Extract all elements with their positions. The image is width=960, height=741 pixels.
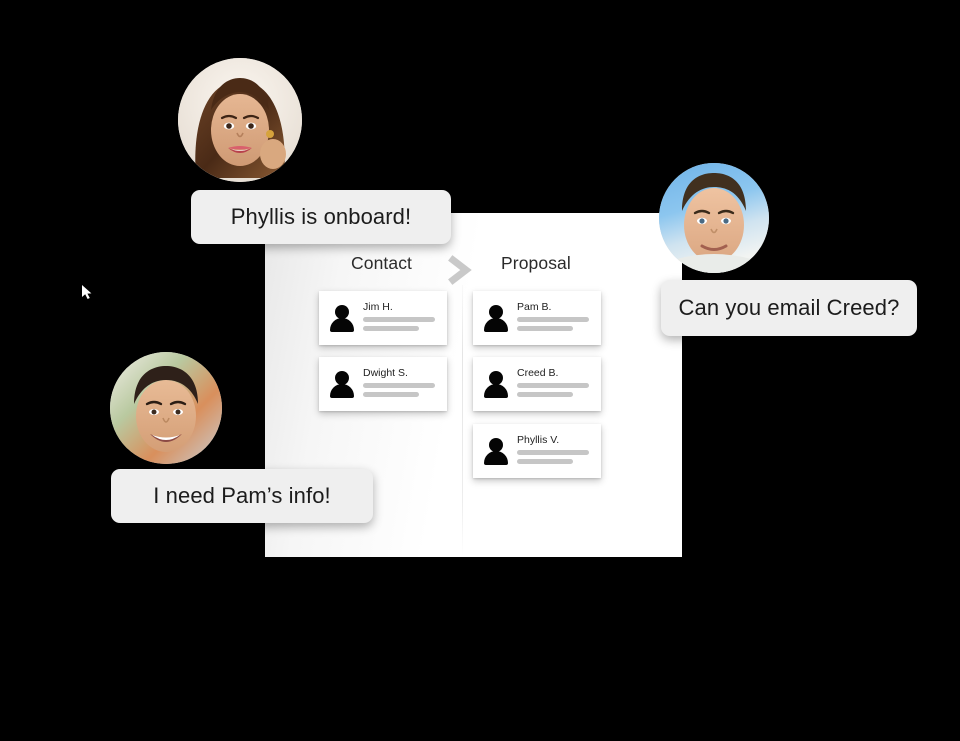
column-header-proposal: Proposal [501,253,571,273]
card-text: Pam B. [517,300,601,335]
person-icon [482,436,510,466]
chat-bubble: Can you email Creed? [661,280,917,336]
placeholder-bar [517,325,573,331]
avatar [110,352,222,464]
deal-card-name: Dwight S. [363,366,408,379]
deal-card[interactable]: Jim H. [319,291,447,345]
deal-card-name: Pam B. [517,300,552,313]
card-text: Jim H. [363,300,447,335]
card-text: Dwight S. [363,366,447,401]
column-divider [462,285,463,557]
placeholder-bar [517,458,573,464]
chat-bubble: I need Pam’s info! [111,469,373,523]
mouse-pointer-icon [82,285,94,301]
avatar [659,163,769,273]
placeholder-bar [363,317,435,323]
card-text: Creed B. [517,366,601,401]
deal-card[interactable]: Creed B. [473,357,601,411]
deal-card[interactable]: Pam B. [473,291,601,345]
placeholder-bar [517,317,589,323]
chevron-right-icon [448,255,472,285]
person-icon [482,369,510,399]
column-header-contact: Contact [351,253,413,273]
card-text: Phyllis V. [517,433,601,468]
board-column-headers: Contact Proposal [265,213,682,285]
deal-card-name: Phyllis V. [517,433,560,446]
deal-card-name: Jim H. [363,300,393,313]
avatar [178,58,302,182]
person-icon [328,303,356,333]
chat-bubble: Phyllis is onboard! [191,190,451,244]
placeholder-bar [517,383,589,389]
placeholder-bar [363,383,435,389]
deal-card[interactable]: Dwight S. [319,357,447,411]
deal-card-name: Creed B. [517,366,559,379]
placeholder-bar [363,391,419,397]
person-icon [328,369,356,399]
placeholder-bar [363,325,419,331]
person-icon [482,303,510,333]
placeholder-bar [517,391,573,397]
deal-card[interactable]: Phyllis V. [473,424,601,478]
placeholder-bar [517,450,589,456]
